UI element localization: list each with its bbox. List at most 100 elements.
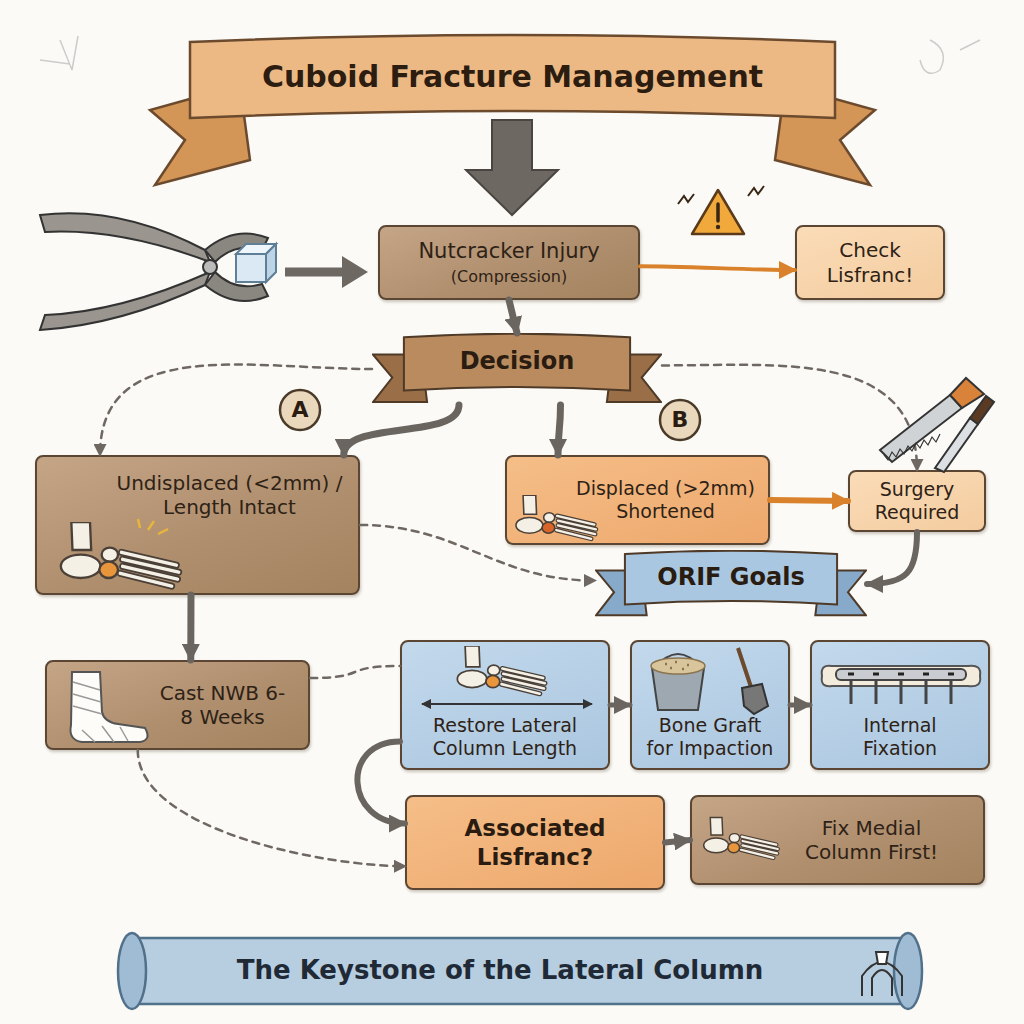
dashed-connector: [360, 525, 595, 581]
bone-shaft: [822, 666, 981, 687]
pliers-jaw: [205, 272, 268, 301]
dashed-connector: [310, 666, 400, 678]
node-label: Decision: [460, 347, 575, 376]
foot-icon: [61, 522, 179, 586]
title-ribbon: [190, 35, 835, 118]
warning-triangle: [692, 190, 744, 234]
pliers-arrow-head: [342, 256, 368, 288]
text-area: Check Lisfranc!: [797, 227, 943, 298]
flow-arrow: [466, 120, 558, 215]
caption: The Keystone of the Lateral Column: [150, 942, 850, 998]
node-label: Cast NWB 6-8 Weeks: [159, 681, 286, 730]
circle-outline: [280, 390, 320, 430]
text-area: Decision: [372, 333, 662, 405]
text-area: Surgery Required: [850, 472, 984, 530]
saw-blade: [880, 395, 962, 462]
title-ribbon-tail: [775, 85, 875, 185]
process-box: Undisplaced (<2mm) / Length Intact: [35, 455, 360, 595]
scroll-curl: [118, 933, 146, 1009]
dashed-connector: [100, 365, 372, 455]
leg-cast: [70, 672, 147, 742]
node-label: Bone Graft for Impaction: [644, 714, 776, 760]
node-label: Associated Lisfranc?: [447, 814, 623, 870]
pliers-handle: [40, 213, 210, 262]
caption-text: The Keystone of the Lateral Column: [237, 955, 764, 985]
pliers-handle: [40, 272, 210, 330]
process-box: Displaced (>2mm) Shortened: [505, 455, 770, 545]
scroll-body: [135, 938, 905, 1004]
bucket-handle: [655, 654, 701, 668]
connector-arrow: [344, 405, 459, 455]
text-area: Displaced (>2mm) Shortened: [507, 457, 768, 543]
text-area: Associated Lisfranc?: [407, 797, 663, 888]
node-label: ORIF Goals: [657, 563, 804, 592]
branch-circle: A: [278, 388, 322, 432]
node-label: A: [291, 397, 308, 424]
warning-dot: [716, 225, 720, 229]
text-area: Undisplaced (<2mm) / Length Intact: [37, 457, 358, 593]
keystone-arch: [862, 962, 902, 996]
bucket: [652, 668, 704, 710]
warning-mark: [716, 204, 720, 221]
ribbon-band: [625, 551, 837, 605]
text-area: Bone Graft for Impaction: [632, 642, 788, 768]
screws: [851, 680, 951, 704]
action-box: Fix Medial Column First!: [690, 795, 985, 885]
node-label: Internal Fixation: [830, 714, 970, 760]
cube-top: [236, 244, 276, 254]
dashed-connector: [662, 365, 917, 470]
knife-blade: [935, 418, 978, 472]
shovel-blade: [742, 684, 768, 714]
foot-icon: [516, 495, 596, 539]
saw-handle: [950, 378, 984, 408]
saw-teeth: [884, 434, 940, 460]
goals-banner: ORIF Goals: [595, 550, 867, 618]
fracture-spark: [138, 519, 168, 534]
node-label: Displaced (>2mm) Shortened: [569, 477, 762, 523]
connector-arrow: [770, 500, 848, 501]
foot-icon: [457, 646, 545, 694]
shovel-handle: [738, 648, 752, 690]
title-ribbon-tail: [150, 85, 250, 185]
alert-zigzag: [678, 186, 764, 204]
goal-box: Internal Fixation: [810, 640, 990, 770]
length-arrow: [422, 703, 592, 705]
title: Cuboid Fracture Management: [190, 46, 835, 106]
action-box: Surgery Required: [848, 470, 986, 532]
ribbon-band: [404, 334, 630, 391]
goal-box: Bone Graft for Impaction: [630, 640, 790, 770]
granule-dots: [665, 662, 689, 669]
node-label: Nutcracker Injury: [418, 239, 599, 265]
connector-arrow: [357, 741, 405, 823]
connector-arrow: [790, 703, 810, 708]
foot-icon: [704, 818, 778, 858]
cube-face: [236, 254, 266, 282]
keystone: [876, 952, 888, 964]
scroll-curl: [894, 933, 922, 1009]
node-label: Fix Medial Column First!: [790, 816, 953, 865]
screw-heads: [848, 673, 954, 676]
connector-arrow: [640, 266, 795, 270]
warning-box: Check Lisfranc!: [795, 225, 945, 300]
dashed-connector: [138, 750, 405, 866]
connector-arrow: [867, 532, 917, 584]
goal-box: Restore Lateral Column Length: [400, 640, 610, 770]
connector-arrow: [665, 840, 690, 843]
circle-outline: [660, 400, 700, 440]
pliers-arrow: [285, 268, 345, 277]
cube-side: [266, 244, 276, 282]
text-area: A: [278, 388, 322, 432]
node-label: Surgery Required: [856, 478, 978, 524]
pliers-jaw: [205, 234, 268, 262]
title-text: Cuboid Fracture Management: [262, 59, 763, 94]
node-label: Check Lisfranc!: [807, 238, 933, 287]
pliers-pivot: [203, 260, 217, 274]
connector-arrow: [610, 703, 630, 708]
cast-bandage: [73, 682, 128, 742]
bone-graft-granules: [651, 658, 705, 674]
connector-arrow: [509, 300, 517, 333]
text-area: Restore Lateral Column Length: [402, 642, 608, 768]
node-label: Restore Lateral Column Length: [410, 714, 600, 760]
text-area: Cast NWB 6-8 Weeks: [47, 662, 308, 748]
